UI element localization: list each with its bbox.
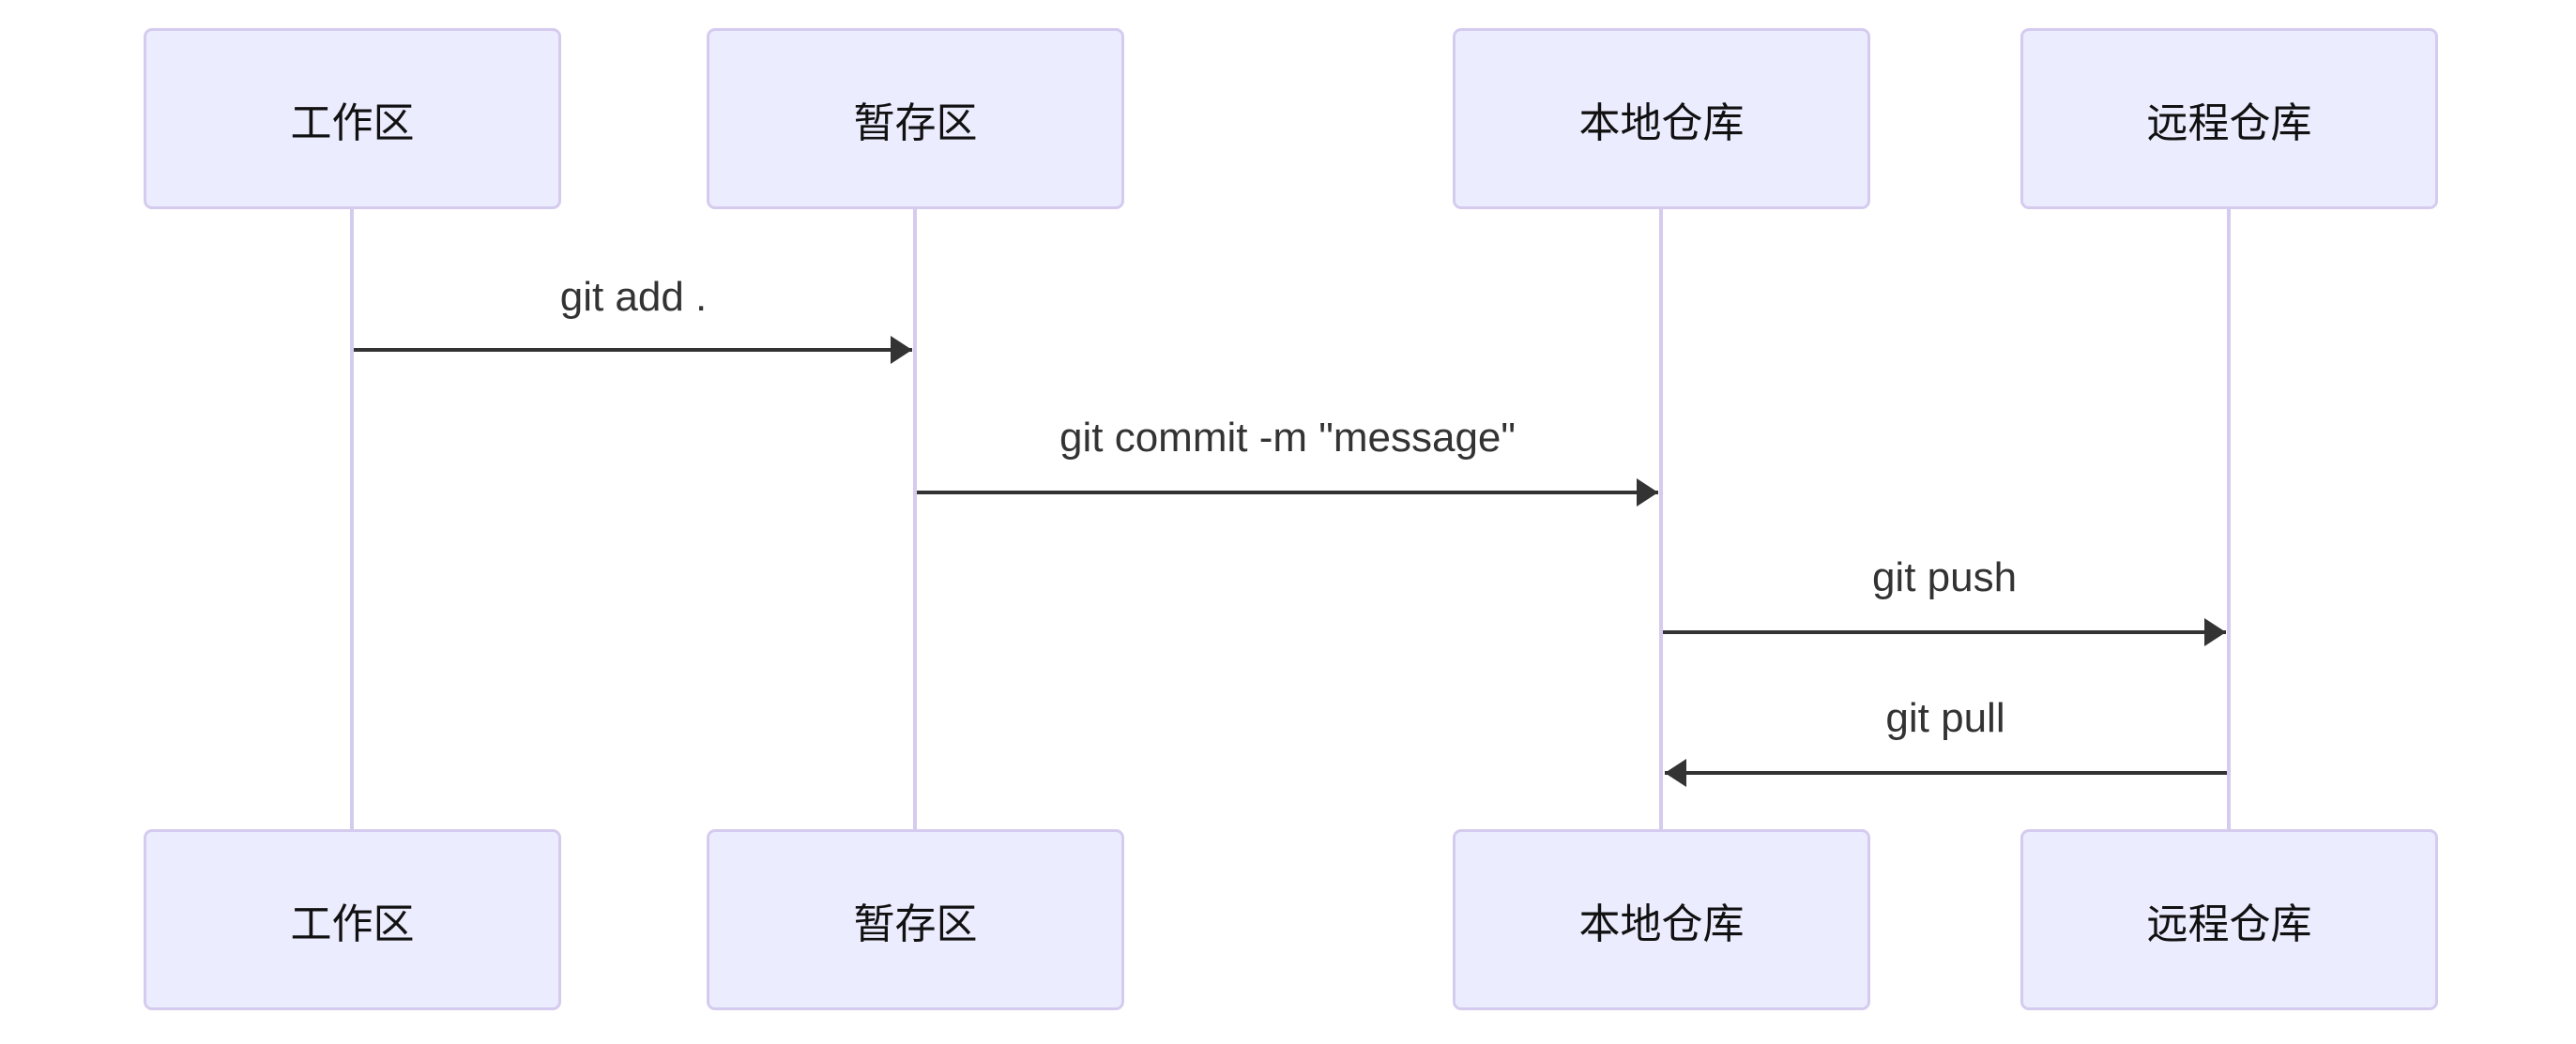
- message-label-git-commit: git commit -m "message": [1059, 415, 1516, 461]
- actor-label-workspace: 工作区: [290, 99, 415, 146]
- actor-top-remote-repo: 远程仓库: [2020, 28, 2438, 209]
- actor-top-workspace: 工作区: [144, 28, 561, 209]
- actor-label-remote-repo: 远程仓库: [2146, 900, 2312, 947]
- lifeline-local-repo: [1659, 209, 1663, 829]
- actor-label-staging: 暂存区: [853, 900, 978, 947]
- message-label-git-push: git push: [1871, 554, 2018, 600]
- actor-label-staging: 暂存区: [853, 99, 978, 146]
- lifeline-workspace: [350, 209, 354, 829]
- message-label-git-add: git add .: [559, 274, 708, 320]
- lifeline-remote-repo: [2227, 209, 2231, 829]
- actor-top-local-repo: 本地仓库: [1453, 28, 1870, 209]
- actor-bottom-staging: 暂存区: [707, 829, 1124, 1010]
- actor-label-remote-repo: 远程仓库: [2146, 99, 2312, 146]
- actor-label-local-repo: 本地仓库: [1578, 900, 1745, 947]
- actor-label-local-repo: 本地仓库: [1578, 99, 1745, 146]
- actor-bottom-remote-repo: 远程仓库: [2020, 829, 2438, 1010]
- actor-top-staging: 暂存区: [707, 28, 1124, 209]
- lifeline-staging: [913, 209, 917, 829]
- actor-label-workspace: 工作区: [290, 900, 415, 947]
- actor-bottom-local-repo: 本地仓库: [1453, 829, 1870, 1010]
- actor-bottom-workspace: 工作区: [144, 829, 561, 1010]
- message-label-git-pull: git pull: [1885, 695, 2005, 741]
